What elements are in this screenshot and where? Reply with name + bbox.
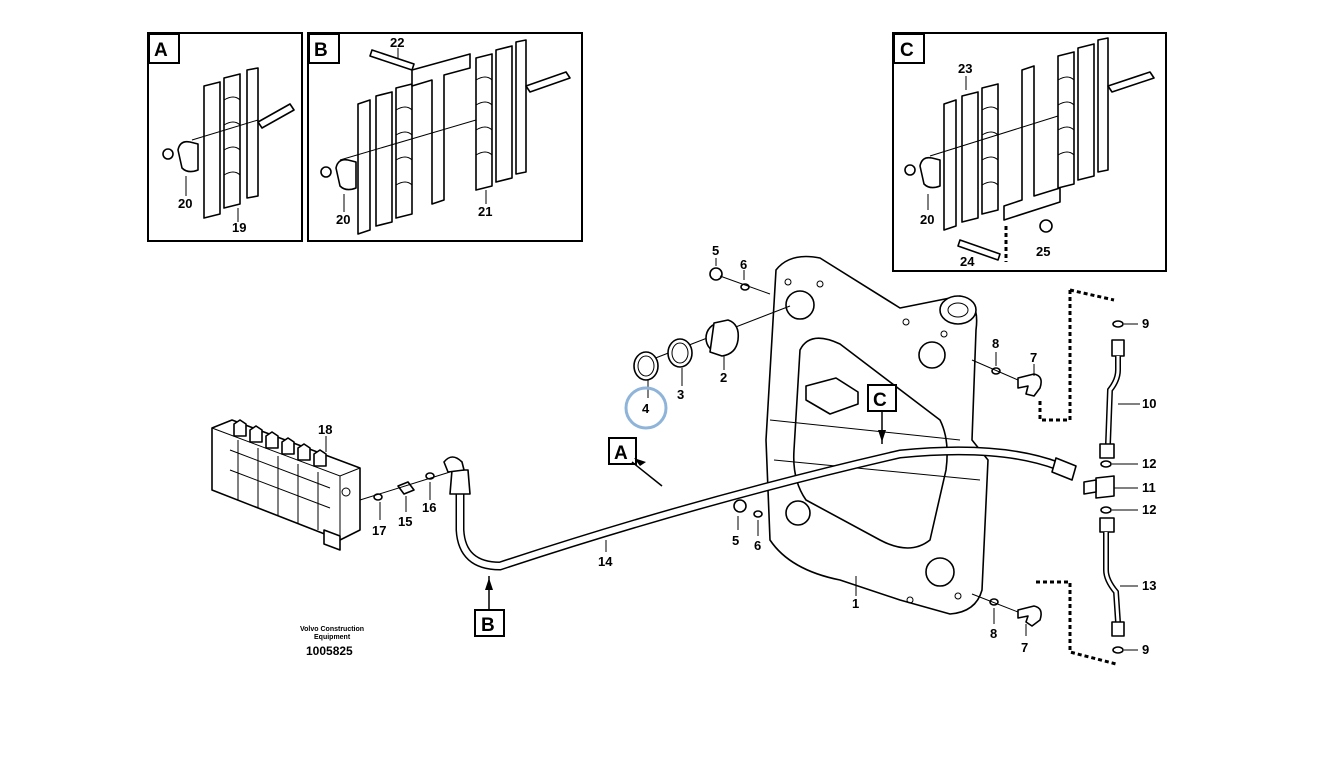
- callout-8: 8: [992, 336, 999, 351]
- hose-14: [443, 446, 1077, 571]
- detail-box-c: C: [892, 32, 1167, 272]
- callout-19: 19: [232, 220, 246, 235]
- callout-17: 17: [372, 523, 386, 538]
- callout-12: 12: [1142, 456, 1156, 471]
- screw-washer-top: [709, 258, 771, 295]
- callout-7: 7: [1030, 350, 1037, 365]
- callout-13: 13: [1142, 578, 1156, 593]
- screw-washer-bottom: [733, 499, 763, 536]
- callout-25: 25: [1036, 244, 1050, 259]
- callout-5: 5: [732, 533, 739, 548]
- callout-9: 9: [1142, 642, 1149, 657]
- view-label-a: A: [614, 443, 628, 464]
- highlight-circle: [624, 386, 668, 430]
- detail-label-c: C: [900, 40, 914, 61]
- detail-box-b: B: [307, 32, 583, 242]
- callout-20: 20: [920, 212, 934, 227]
- callout-9: 9: [1142, 316, 1149, 331]
- callout-8: 8: [990, 626, 997, 641]
- view-marker-a: [608, 437, 663, 487]
- frame-part-1: [765, 255, 989, 615]
- callout-7: 7: [1021, 640, 1028, 655]
- view-marker-b: [474, 576, 505, 637]
- callout-4: 4: [642, 401, 650, 416]
- callout-2: 2: [720, 370, 727, 385]
- callout-21: 21: [478, 204, 492, 219]
- brand-line-2: Equipment: [314, 634, 351, 641]
- callout-14: 14: [598, 554, 613, 569]
- callout-1: 1: [852, 596, 859, 611]
- callout-18: 18: [318, 422, 332, 437]
- callout-11: 11: [1142, 480, 1156, 495]
- brand-line-1: Volvo Construction: [300, 626, 364, 633]
- view-label-c: C: [873, 390, 887, 411]
- view-marker-c: [867, 384, 897, 444]
- drawing-code: 1005825: [306, 644, 353, 658]
- detail-box-a: A: [147, 32, 303, 242]
- seal-parts: [633, 305, 791, 398]
- callout-20: 20: [336, 212, 350, 227]
- callout-24: 24: [960, 254, 975, 269]
- callout-23: 23: [958, 61, 972, 76]
- detail-label-b: B: [314, 40, 328, 61]
- callout-5: 5: [712, 243, 719, 258]
- callout-6: 6: [754, 538, 761, 553]
- pipe-assembly: [971, 288, 1140, 666]
- callout-6: 6: [740, 257, 747, 272]
- valve-block-18: [211, 419, 361, 551]
- callout-20: 20: [178, 196, 192, 211]
- detail-label-a: A: [154, 40, 168, 61]
- view-label-b: B: [481, 615, 495, 636]
- callout-12: 12: [1142, 502, 1156, 517]
- callout-10: 10: [1142, 396, 1156, 411]
- fittings-15-16-17: [359, 471, 451, 520]
- callout-15: 15: [398, 514, 412, 529]
- callout-22: 22: [390, 35, 404, 50]
- callout-3: 3: [677, 387, 684, 402]
- callout-16: 16: [422, 500, 436, 515]
